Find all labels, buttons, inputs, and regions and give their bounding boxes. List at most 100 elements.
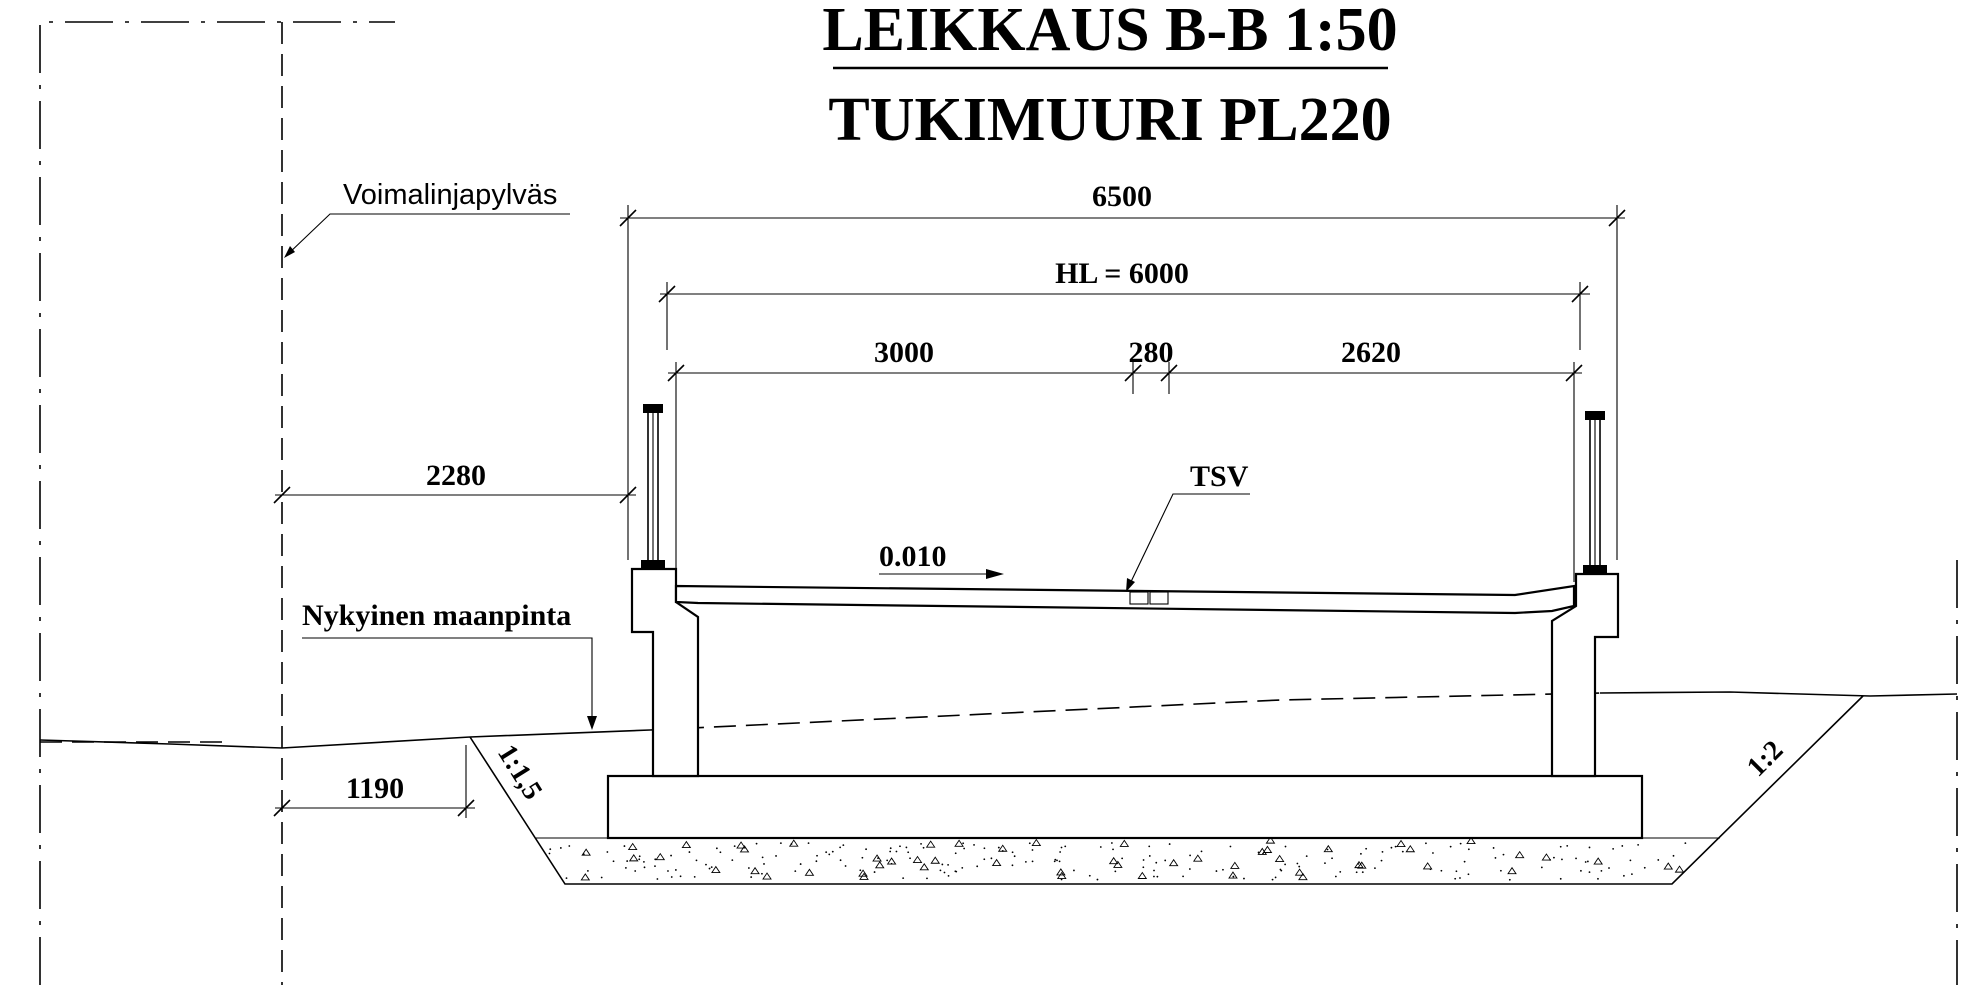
- gravel-dot: [1088, 874, 1091, 877]
- gravel-dot: [1608, 867, 1610, 869]
- gravel-dot: [1381, 850, 1384, 853]
- gravel-dot: [963, 847, 966, 850]
- gravel-dot: [559, 847, 562, 849]
- gravel-dot: [1584, 861, 1587, 863]
- gravel-stone: [1192, 854, 1203, 862]
- gravel-dot: [1432, 852, 1434, 854]
- gravel-dot: [1257, 851, 1260, 854]
- gravel-dot: [1394, 845, 1397, 848]
- gravel-dot: [1360, 852, 1362, 855]
- gravel-stone: [991, 858, 1002, 867]
- gravel-dot: [606, 851, 609, 853]
- gravel-dot: [941, 863, 944, 866]
- gravel-dot: [859, 869, 862, 872]
- gravel-stone: [858, 869, 868, 877]
- gravel-dot: [1331, 857, 1333, 860]
- gravel-dot: [638, 858, 641, 861]
- gravel-stone: [762, 872, 772, 880]
- right-wall: [1550, 572, 1620, 778]
- existing-ground: Nykyinen maanpinta: [39, 599, 1958, 749]
- gravel-dot: [565, 877, 568, 880]
- gravel-dot: [1455, 870, 1458, 873]
- gravel-dot: [889, 847, 892, 850]
- right-railing: [1583, 411, 1607, 573]
- gravel-stone: [627, 842, 638, 850]
- gravel-dot: [1110, 842, 1113, 844]
- gravel-dot: [1232, 875, 1235, 878]
- gravel-stone: [1294, 868, 1305, 876]
- gravel-dot: [719, 851, 722, 854]
- gravel-dot: [1059, 851, 1062, 853]
- gravel-dot: [873, 871, 876, 873]
- gravel-dot: [1492, 847, 1495, 849]
- title-block: LEIKKAUS B-B 1:50 TUKIMUURI PL220: [822, 0, 1397, 154]
- pylon-leader: Voimalinjapylväs: [284, 179, 570, 258]
- gravel-dot: [1588, 846, 1591, 849]
- gravel-dot: [1600, 869, 1603, 872]
- gravel-dot: [1459, 842, 1462, 845]
- gravel-stone: [750, 866, 760, 875]
- gravel-dot: [695, 859, 698, 862]
- gravel-stone: [1323, 844, 1334, 853]
- ground-label: Nykyinen maanpinta: [302, 599, 571, 632]
- gravel-stone: [919, 863, 930, 871]
- gravel-dot: [1053, 860, 1056, 863]
- gravel-dot: [1425, 842, 1427, 845]
- gravel-dot: [954, 852, 957, 855]
- gravel-dot: [1588, 871, 1591, 874]
- gravel-dot: [731, 859, 734, 862]
- gravel-dot: [799, 863, 802, 865]
- gravel-dot: [1502, 853, 1505, 856]
- gravel-dot: [1296, 862, 1299, 865]
- gravel-dot: [961, 866, 964, 869]
- gravel-dot: [670, 854, 672, 857]
- gravel-dot: [939, 869, 942, 872]
- gravel-dot: [839, 859, 842, 862]
- gravel-dot: [1031, 860, 1034, 863]
- gravel-dot: [1155, 861, 1158, 864]
- gravel-dot: [828, 853, 831, 856]
- gravel-stone: [1113, 860, 1123, 868]
- gravel-dot: [1629, 859, 1632, 862]
- gravel-stone: [1405, 844, 1416, 853]
- gravel-fill: [548, 836, 1687, 881]
- gravel-stone: [1298, 872, 1308, 881]
- gravel-dot: [889, 850, 892, 853]
- gravel-dot: [755, 842, 758, 845]
- slope-value-label: 0.010: [879, 540, 947, 573]
- gravel-stone: [954, 839, 964, 847]
- gravel-stone: [681, 840, 692, 849]
- pylon-label: Voimalinjapylväs: [343, 179, 557, 211]
- gravel-stone: [736, 841, 746, 849]
- gravel-dot: [954, 870, 957, 873]
- gravel-dot: [1274, 876, 1277, 879]
- dim-joint-label: 280: [1129, 336, 1174, 369]
- gravel-dot: [1279, 868, 1282, 871]
- gravel-dot: [1099, 846, 1102, 848]
- gravel-dot: [1637, 843, 1640, 846]
- gravel-dot: [839, 846, 842, 849]
- gravel-stone: [580, 873, 591, 881]
- gravel-stone: [859, 872, 869, 880]
- gravel-dot: [643, 866, 646, 869]
- gravel-dot: [763, 863, 765, 865]
- gravel-dot: [794, 870, 797, 873]
- gravel-dot: [656, 878, 659, 880]
- gravel-dot: [638, 855, 641, 858]
- gravel-stone: [872, 854, 882, 862]
- gravel-dot: [1189, 854, 1191, 857]
- gravel-dot: [983, 847, 986, 850]
- gravel-dot: [624, 867, 627, 869]
- gravel-dot: [779, 842, 782, 845]
- gravel-dot: [926, 877, 928, 880]
- gravel-stone: [655, 852, 666, 861]
- dim-overall: 6500: [619, 180, 1626, 560]
- gravel-stone: [739, 845, 750, 853]
- gravel-dot: [1467, 848, 1470, 851]
- gravel-stone: [997, 844, 1008, 852]
- dim-right-lane-label: 2620: [1341, 336, 1401, 369]
- gravel-stone: [930, 856, 941, 864]
- gravel-stone: [1262, 845, 1273, 853]
- gravel-dot: [962, 842, 965, 845]
- gravel-dot: [1243, 877, 1245, 880]
